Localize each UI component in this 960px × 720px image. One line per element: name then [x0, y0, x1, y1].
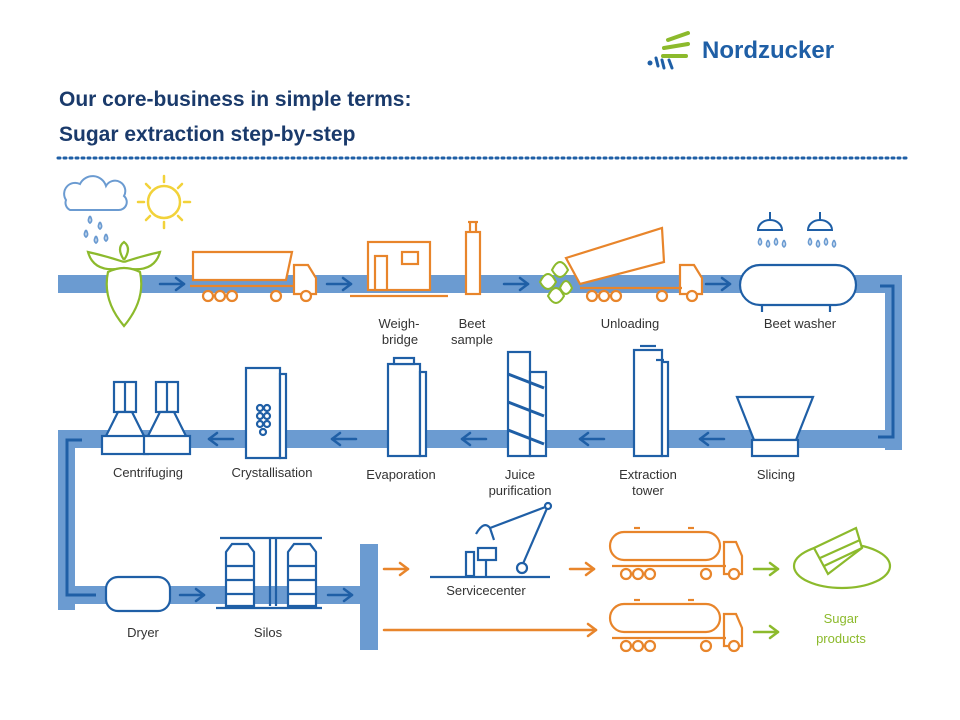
label-silos: Silos [254, 625, 283, 640]
arrow-right-icon [752, 624, 780, 640]
cake-slice-icon [792, 526, 892, 590]
label-dryer: Dryer [127, 625, 159, 640]
return-line-left [65, 438, 96, 597]
silo-icon [216, 536, 322, 610]
beet-sample-icon [464, 220, 482, 296]
arrow-left-icon [207, 431, 235, 447]
extraction-tower-icon [632, 344, 670, 458]
label-sugar-products-2: products [816, 631, 866, 646]
arrow-right-icon [704, 276, 732, 292]
label-servicecenter: Servicecenter [446, 583, 526, 598]
label-centrifuging: Centrifuging [113, 465, 183, 480]
evaporator-icon [386, 356, 428, 458]
arrow-left-icon [330, 431, 358, 447]
flow-arrows [158, 276, 732, 603]
centrifuge-icon [100, 380, 192, 456]
tanker-truck-icon [608, 598, 744, 653]
green-arrows [752, 561, 780, 640]
arrow-left-icon [698, 431, 726, 447]
dryer-drum-icon [104, 575, 172, 613]
label-beet-washer: Beet washer [764, 316, 837, 331]
cloud-icon [63, 175, 128, 212]
arrow-right-icon [326, 587, 354, 603]
slicer-hopper-icon [735, 395, 815, 458]
label-slicing: Slicing [757, 467, 795, 482]
arrow-right-icon [568, 561, 596, 577]
tipper-truck-icon [564, 226, 704, 303]
arrow-right-icon [158, 276, 186, 292]
label-sugar-products-1: Sugar [824, 611, 859, 626]
truck-icon [190, 250, 318, 303]
nordzucker-logo: Nordzucker [647, 31, 834, 70]
label-weighbridge-1: Weigh- [379, 316, 420, 331]
output-arrows [382, 561, 598, 638]
rain-icon [83, 215, 109, 245]
return-line-right [878, 284, 895, 439]
arrow-right-icon [382, 561, 410, 577]
label-evaporation: Evaporation [366, 467, 435, 482]
arrow-right-icon [502, 276, 530, 292]
label-unloading: Unloading [601, 316, 660, 331]
beet-pile-icon [538, 261, 574, 304]
beet-washer-drum-icon [738, 263, 858, 312]
pipe-end-block [360, 544, 378, 650]
logo-mark-icon [647, 31, 690, 70]
label-juice-purification-1: Juice [505, 467, 535, 482]
label-beet-sample-2: sample [451, 332, 493, 347]
page-title-line2: Sugar extraction step-by-step [59, 123, 355, 146]
tanker-truck-icon [608, 526, 744, 581]
label-weighbridge-2: bridge [382, 332, 418, 347]
weighbridge-icon [350, 240, 448, 298]
return-lines [65, 284, 895, 597]
page-title-line1: Our core-business in simple terms: [59, 88, 411, 111]
servicecenter-crane-icon [430, 501, 553, 579]
arrow-left-icon [578, 431, 606, 447]
brand-name: Nordzucker [702, 37, 834, 64]
label-beet-sample-1: Beet [459, 316, 486, 331]
arrow-right-icon [382, 622, 598, 638]
arrow-right-icon [752, 561, 780, 577]
label-crystallisation: Crystallisation [232, 465, 313, 480]
label-juice-purification-2: purification [489, 483, 552, 498]
crystalliser-icon [244, 366, 288, 460]
label-extraction-tower-1: Extraction [619, 467, 677, 482]
water-drops-icon [757, 237, 837, 248]
sugar-beet-icon [86, 240, 162, 328]
sun-icon [136, 174, 192, 230]
juice-purification-icon [506, 350, 548, 458]
arrow-right-icon [178, 587, 206, 603]
label-extraction-tower-2: tower [632, 483, 664, 498]
arrow-right-icon [325, 276, 353, 292]
arrow-left-icon [460, 431, 488, 447]
shower-head-icon [756, 212, 834, 231]
